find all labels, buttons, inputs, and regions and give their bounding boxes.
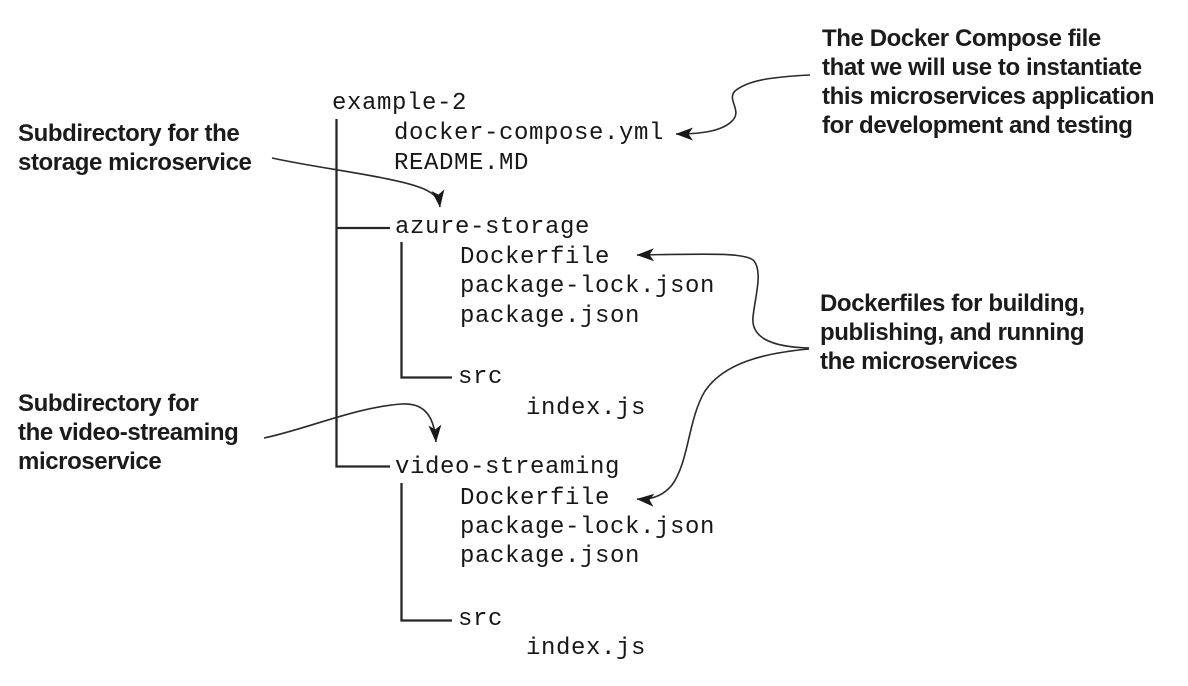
annotation-line: the microservices xyxy=(820,348,1018,375)
tree-item-azure-index-js: index.js xyxy=(526,395,647,422)
video-src-branch-line xyxy=(400,483,452,622)
annotation-storage-note: Subdirectory for the storage microservic… xyxy=(18,119,252,177)
tree-item-video-src: src xyxy=(458,606,504,633)
annotation-dockerfiles-note: Dockerfiles for building, publishing, an… xyxy=(820,289,1085,376)
tree-item-azure-package-lock-json: package-lock.json xyxy=(460,273,716,300)
tree-trunk-line xyxy=(335,119,390,468)
annotation-docker-compose-note: The Docker Compose file that we will use… xyxy=(822,24,1155,140)
tree-item-video-index-js: index.js xyxy=(526,635,647,662)
annotation-line: Subdirectory for the xyxy=(18,120,240,147)
tree-item-azure-dockerfile: Dockerfile xyxy=(460,244,611,271)
tree-item-docker-compose-yml: docker-compose.yml xyxy=(394,120,665,147)
tree-item-azure-src: src xyxy=(458,364,504,391)
video-dockerfile-arrow xyxy=(636,348,810,507)
tree-item-example-2: example-2 xyxy=(332,90,468,117)
annotation-line: Subdirectory for xyxy=(18,390,199,417)
tree-item-video-streaming: video-streaming xyxy=(395,454,621,481)
annotation-line: that we will use to instantiate xyxy=(822,54,1142,81)
annotation-line: for development and testing xyxy=(822,112,1133,139)
video-streaming-arrow xyxy=(263,403,442,443)
annotation-line: Dockerfiles for building, xyxy=(820,290,1085,317)
tree-item-video-package-json: package.json xyxy=(460,543,641,570)
tree-item-video-package-lock-json: package-lock.json xyxy=(460,514,716,541)
annotation-line: the video-streaming xyxy=(18,419,239,446)
annotation-line: storage microservice xyxy=(18,149,252,176)
tree-item-azure-package-json: package.json xyxy=(460,303,641,330)
annotation-video-streaming-note: Subdirectory for the video-streaming mic… xyxy=(18,389,239,476)
tree-item-video-dockerfile: Dockerfile xyxy=(460,485,611,512)
tree-item-azure-storage: azure-storage xyxy=(395,214,591,241)
docker-compose-arrow xyxy=(675,74,811,141)
azure-src-branch-line xyxy=(400,242,452,379)
annotation-line: microservice xyxy=(18,448,162,475)
annotation-line: The Docker Compose file xyxy=(822,25,1101,52)
annotation-line: this microservices application xyxy=(822,83,1155,110)
tree-item-readme-md: README.MD xyxy=(394,150,530,177)
annotation-line: publishing, and running xyxy=(820,319,1085,346)
